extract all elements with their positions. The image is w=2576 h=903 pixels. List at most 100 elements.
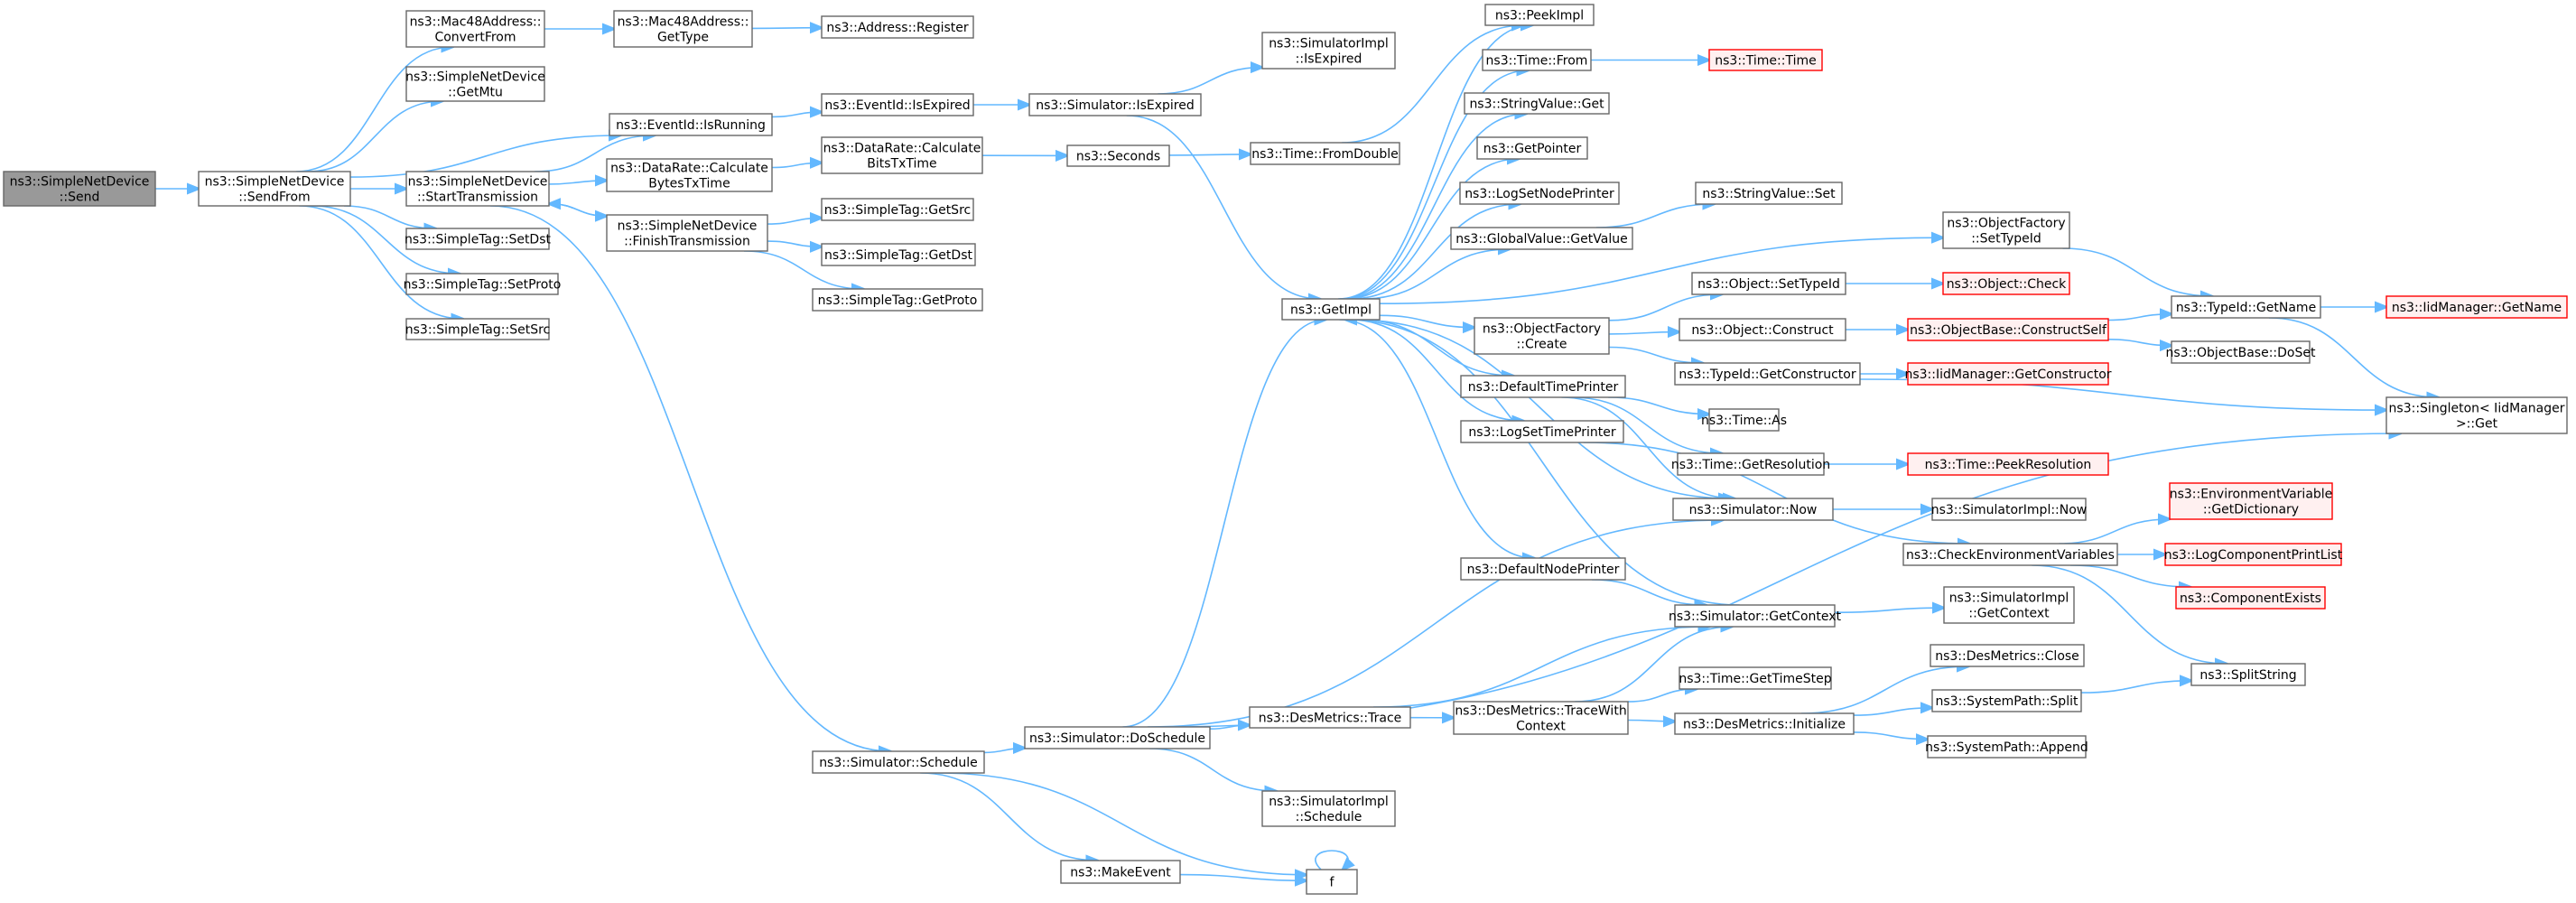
node-mac48conv[interactable]: ns3::Mac48Address::ConvertFrom xyxy=(405,10,545,48)
node-deftimeprinter[interactable]: ns3::DefaultTimePrinter xyxy=(1460,375,1626,398)
node-defnodeprinter[interactable]: ns3::DefaultNodePrinter xyxy=(1460,557,1626,581)
node-box xyxy=(1450,227,1633,250)
node-simimplgetctx[interactable]: ns3::SimulatorImpl::GetContext xyxy=(1943,586,2075,624)
node-peekimpl[interactable]: ns3::PeekImpl xyxy=(1484,4,1595,26)
node-iidgetctor[interactable]: ns3::IidManager::GetConstructor xyxy=(1904,362,2112,386)
node-strvalget[interactable]: ns3::StringValue::Get xyxy=(1464,92,1610,115)
node-typegetctor[interactable]: ns3::TypeId::GetConstructor xyxy=(1674,362,1861,386)
node-destrace[interactable]: ns3::DesMetrics::Trace xyxy=(1249,706,1411,729)
edge-objfactsettype-to-typegetname xyxy=(2062,247,2213,296)
node-getdst[interactable]: ns3::SimpleTag::GetDst xyxy=(821,243,976,266)
node-label: ConvertFrom xyxy=(434,31,516,45)
node-fromdouble[interactable]: ns3::Time::FromDouble xyxy=(1250,142,1400,165)
edge-sendfrom-to-isrunning xyxy=(349,135,620,178)
node-seconds[interactable]: ns3::Seconds xyxy=(1066,144,1170,167)
node-checkenv[interactable]: ns3::CheckEnvironmentVariables xyxy=(1902,543,2118,566)
node-simimplschedule[interactable]: ns3::SimulatorImpl::Schedule xyxy=(1261,790,1396,827)
node-timegetstep[interactable]: ns3::Time::GetTimeStep xyxy=(1679,666,1832,690)
edge-fromdouble-to-peekimpl xyxy=(1342,25,1523,144)
node-splitstring[interactable]: ns3::SplitString xyxy=(2190,663,2306,686)
node-objconstruct[interactable]: ns3::Object::Construct xyxy=(1679,318,1846,341)
node-mac48gettype[interactable]: ns3::Mac48Address::GetType xyxy=(613,10,753,48)
node-box xyxy=(405,273,559,295)
edge-finishTx-to-getproto xyxy=(743,250,863,289)
node-desclose[interactable]: ns3::DesMetrics::Close xyxy=(1930,644,2085,667)
node-timetime[interactable]: ns3::Time::Time xyxy=(1708,49,1823,71)
node-box xyxy=(1460,557,1626,581)
node-iidgetname[interactable]: ns3::IidManager::GetName xyxy=(2385,295,2568,319)
node-simschedule[interactable]: ns3::Simulator::Schedule xyxy=(812,750,985,774)
node-label: ns3::SimpleTag::GetDst xyxy=(824,248,972,263)
node-getpointer[interactable]: ns3::GetPointer xyxy=(1476,136,1588,160)
edge-destrace-to-simgetctx xyxy=(1373,627,1709,708)
node-startTx[interactable]: ns3::SimpleNetDevice::StartTransmission xyxy=(405,171,550,207)
node-setsrc[interactable]: ns3::SimpleTag::SetSrc xyxy=(405,318,550,340)
node-logcompprint[interactable]: ns3::LogComponentPrintList xyxy=(2164,543,2343,566)
node-timegetres[interactable]: ns3::Time::GetResolution xyxy=(1671,452,1830,476)
node-box xyxy=(2171,295,2321,319)
edge-finishTx-to-startTx xyxy=(549,204,608,217)
node-label: ns3::SimpleNetDevice xyxy=(205,175,345,190)
edge-finishTx-to-getdst xyxy=(767,240,822,247)
node-box xyxy=(2169,482,2333,520)
node-simnow[interactable]: ns3::Simulator::Now xyxy=(1672,498,1834,521)
node-objsettype[interactable]: ns3::Object::SetTypeId xyxy=(1691,272,1846,295)
node-getsrc[interactable]: ns3::SimpleTag::GetSrc xyxy=(821,198,974,221)
node-singleton[interactable]: ns3::Singleton< IidManager >::Get xyxy=(2385,396,2568,434)
node-box xyxy=(1249,706,1411,729)
node-makeevent[interactable]: ns3::MakeEvent xyxy=(1060,860,1181,884)
node-strvalset[interactable]: ns3::StringValue::Set xyxy=(1695,182,1843,205)
node-getproto[interactable]: ns3::SimpleTag::GetProto xyxy=(812,288,983,312)
node-globalget[interactable]: ns3::GlobalValue::GetValue xyxy=(1450,227,1633,250)
node-label: ns3::LogSetNodePrinter xyxy=(1465,187,1614,201)
node-objbaseconstruct[interactable]: ns3::ObjectBase::ConstructSelf xyxy=(1907,318,2109,341)
node-simgetctx[interactable]: ns3::Simulator::GetContext xyxy=(1669,604,1842,628)
node-isrunning[interactable]: ns3::EventId::IsRunning xyxy=(609,113,773,136)
node-objbasedoset[interactable]: ns3::ObjectBase::DoSet xyxy=(2166,340,2316,364)
node-sysappend[interactable]: ns3::SystemPath::Append xyxy=(1925,735,2088,759)
node-logsetnode[interactable]: ns3::LogSetNodePrinter xyxy=(1459,182,1620,205)
node-simimplisexp[interactable]: ns3::SimulatorImpl::IsExpired xyxy=(1261,32,1396,70)
node-box xyxy=(1695,182,1843,205)
node-label: ns3::IidManager::GetName xyxy=(2392,301,2562,315)
node-logsettime[interactable]: ns3::LogSetTimePrinter xyxy=(1460,420,1624,443)
node-objfactcreate[interactable]: ns3::ObjectFactory::Create xyxy=(1474,317,1610,355)
node-compexists[interactable]: ns3::ComponentExists xyxy=(2175,586,2326,610)
node-setdst[interactable]: ns3::SimpleTag::SetDst xyxy=(405,228,552,250)
node-objcheck[interactable]: ns3::Object::Check xyxy=(1942,272,2070,295)
node-finishTx[interactable]: ns3::SimpleNetDevice::FinishTransmission xyxy=(606,214,768,252)
node-simdoschedule[interactable]: ns3::Simulator::DoSchedule xyxy=(1024,726,1211,749)
node-timepeekres[interactable]: ns3::Time::PeekResolution xyxy=(1907,452,2109,476)
node-getimpl[interactable]: ns3::GetImpl xyxy=(1281,298,1381,321)
edge-sendfrom-to-getmtu xyxy=(307,101,442,172)
node-box xyxy=(1028,93,1202,116)
node-simimplnow[interactable]: ns3::SimulatorImpl::Now xyxy=(1931,498,2088,521)
node-timeas[interactable]: ns3::Time::As xyxy=(1701,408,1787,432)
node-label: ::GetContext xyxy=(1968,607,2050,621)
node-sendfrom[interactable]: ns3::SimpleNetDevice::SendFrom xyxy=(198,171,351,207)
node-send[interactable]: ns3::SimpleNetDevice::Send xyxy=(3,171,156,207)
node-timefrom[interactable]: ns3::Time::From xyxy=(1482,49,1592,71)
node-getmtu[interactable]: ns3::SimpleNetDevice::GetMtu xyxy=(405,66,545,102)
node-isexpired[interactable]: ns3::EventId::IsExpired xyxy=(821,93,974,116)
edge-objbaseconstruct-to-objbasedoset xyxy=(2107,339,2171,346)
node-box xyxy=(1942,211,2070,249)
node-desinit[interactable]: ns3::DesMetrics::Initialize xyxy=(1674,712,1855,735)
node-sysplit[interactable]: ns3::SystemPath::Split xyxy=(1931,689,2082,712)
node-objfactsettype[interactable]: ns3::ObjectFactory::SetTypeId xyxy=(1942,211,2070,249)
node-simisexpired[interactable]: ns3::Simulator::IsExpired xyxy=(1028,93,1202,116)
node-addrreg[interactable]: ns3::Address::Register xyxy=(821,15,974,39)
node-setproto[interactable]: ns3::SimpleTag::SetProto xyxy=(404,273,562,295)
node-label: ns3::SimpleNetDevice xyxy=(618,219,758,234)
node-typegetname[interactable]: ns3::TypeId::GetName xyxy=(2171,295,2321,319)
node-f[interactable]: f xyxy=(1306,869,1358,895)
node-box xyxy=(405,228,550,250)
node-box xyxy=(1674,712,1855,735)
edge-deftimeprinter-to-timegetres xyxy=(1572,396,1722,453)
edge-destracewith-to-simgetctx xyxy=(1575,627,1732,703)
node-envgetdict[interactable]: ns3::EnvironmentVariable::GetDictionary xyxy=(2169,482,2333,520)
